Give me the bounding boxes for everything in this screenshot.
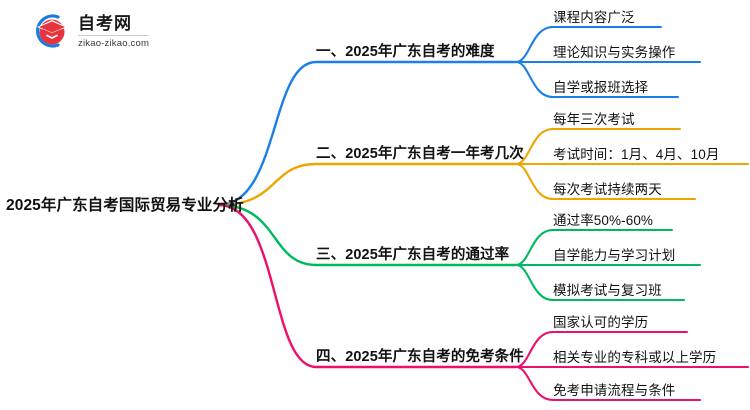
watermark-title: 自考网 [78, 15, 150, 37]
branch-label-3[interactable]: 三、2025年广东自考的通过率 [316, 247, 510, 263]
leaf-label-4-2[interactable]: 相关专业的专科或以上学历 [553, 350, 717, 365]
leaf-label-3-3[interactable]: 模拟考试与复习班 [553, 283, 662, 298]
branch-label-1[interactable]: 一、2025年广东自考的难度 [316, 44, 495, 60]
branch-label-4[interactable]: 四、2025年广东自考的免考条件 [316, 349, 524, 365]
leaf-label-2-3[interactable]: 每次考试持续两天 [553, 182, 662, 197]
leaf-label-1-1[interactable]: 课程内容广泛 [553, 10, 635, 25]
branch-label-2[interactable]: 二、2025年广东自考一年考几次 [316, 146, 524, 162]
site-watermark: 自考网 zikao-zikao.com [28, 9, 178, 53]
watermark-domain: zikao-zikao.com [78, 38, 150, 50]
watermark-text: 自考网 zikao-zikao.com [78, 13, 150, 50]
graduation-cap-logo-icon [28, 11, 72, 51]
leaf-label-2-1[interactable]: 每年三次考试 [553, 112, 635, 127]
leaf-label-4-3[interactable]: 免考申请流程与条件 [553, 383, 676, 398]
leaf-label-1-3[interactable]: 自学或报班选择 [553, 80, 649, 95]
central-topic[interactable]: 2025年广东自考国际贸易专业分析 [6, 197, 244, 214]
leaf-label-3-2[interactable]: 自学能力与学习计划 [553, 248, 676, 263]
leaf-label-4-1[interactable]: 国家认可的学历 [553, 315, 649, 330]
leaf-label-2-2[interactable]: 考试时间：1月、4月、10月 [553, 147, 720, 162]
leaf-label-3-1[interactable]: 通过率50%-60% [553, 213, 654, 228]
leaf-label-1-2[interactable]: 理论知识与实务操作 [553, 45, 676, 60]
